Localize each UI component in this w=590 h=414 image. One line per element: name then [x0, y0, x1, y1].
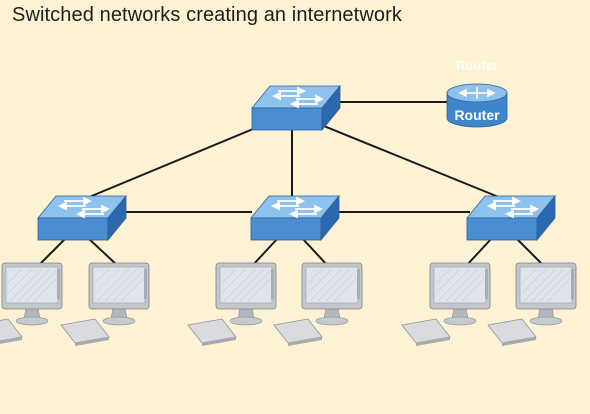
link-middle-pc3	[251, 237, 279, 267]
router-ghost-label: Router	[456, 58, 498, 73]
link-core-left	[81, 121, 271, 201]
link-core-right	[313, 121, 507, 201]
switch-left-icon	[37, 195, 127, 241]
pc-3-icon	[187, 262, 277, 347]
link-middle-pc4	[301, 237, 329, 267]
diagram-caption: Switched networks creating an internetwo…	[12, 4, 402, 26]
core-switch-icon	[251, 85, 341, 131]
link-left-pc2	[87, 237, 119, 267]
link-left-pc1	[37, 237, 67, 267]
switch-right-icon	[466, 195, 556, 241]
link-right-pc6	[515, 237, 545, 267]
switch-middle-icon	[250, 195, 340, 241]
pc-1-icon	[0, 262, 63, 347]
network-links	[37, 101, 545, 267]
pc-2-icon	[60, 262, 150, 347]
router-label: Router	[454, 107, 500, 123]
router-icon: Router Router	[446, 58, 508, 128]
pc-4-icon	[273, 262, 363, 347]
link-right-pc5	[465, 237, 493, 267]
pc-6-icon	[487, 262, 577, 347]
pc-5-icon	[401, 262, 491, 347]
